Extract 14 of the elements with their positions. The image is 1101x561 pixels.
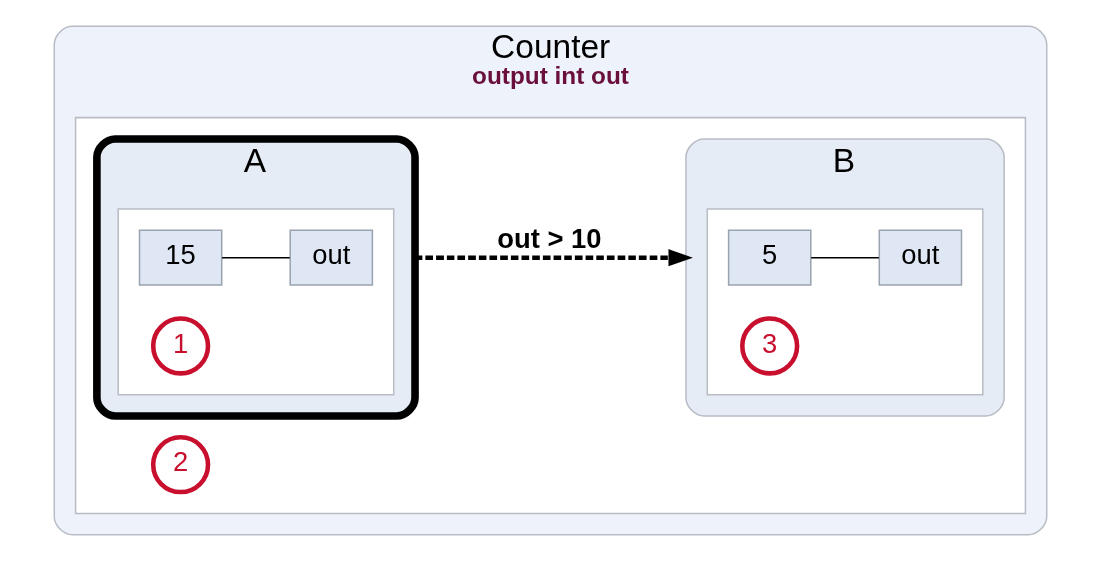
cluster bbox=[117, 208, 395, 396]
node-box: 5 bbox=[727, 229, 812, 286]
connector bbox=[810, 256, 880, 259]
label: 3 bbox=[762, 327, 778, 359]
arrow bbox=[415, 249, 693, 267]
node-box: 15 bbox=[138, 229, 223, 286]
label: 1 bbox=[172, 327, 189, 359]
cluster bbox=[74, 116, 1027, 515]
node-box: out bbox=[878, 229, 963, 286]
cluster bbox=[706, 208, 984, 396]
edge-label: out > 10 bbox=[497, 222, 602, 254]
label: 2 bbox=[172, 446, 189, 478]
node-box: out bbox=[289, 229, 374, 286]
connector bbox=[221, 256, 291, 259]
